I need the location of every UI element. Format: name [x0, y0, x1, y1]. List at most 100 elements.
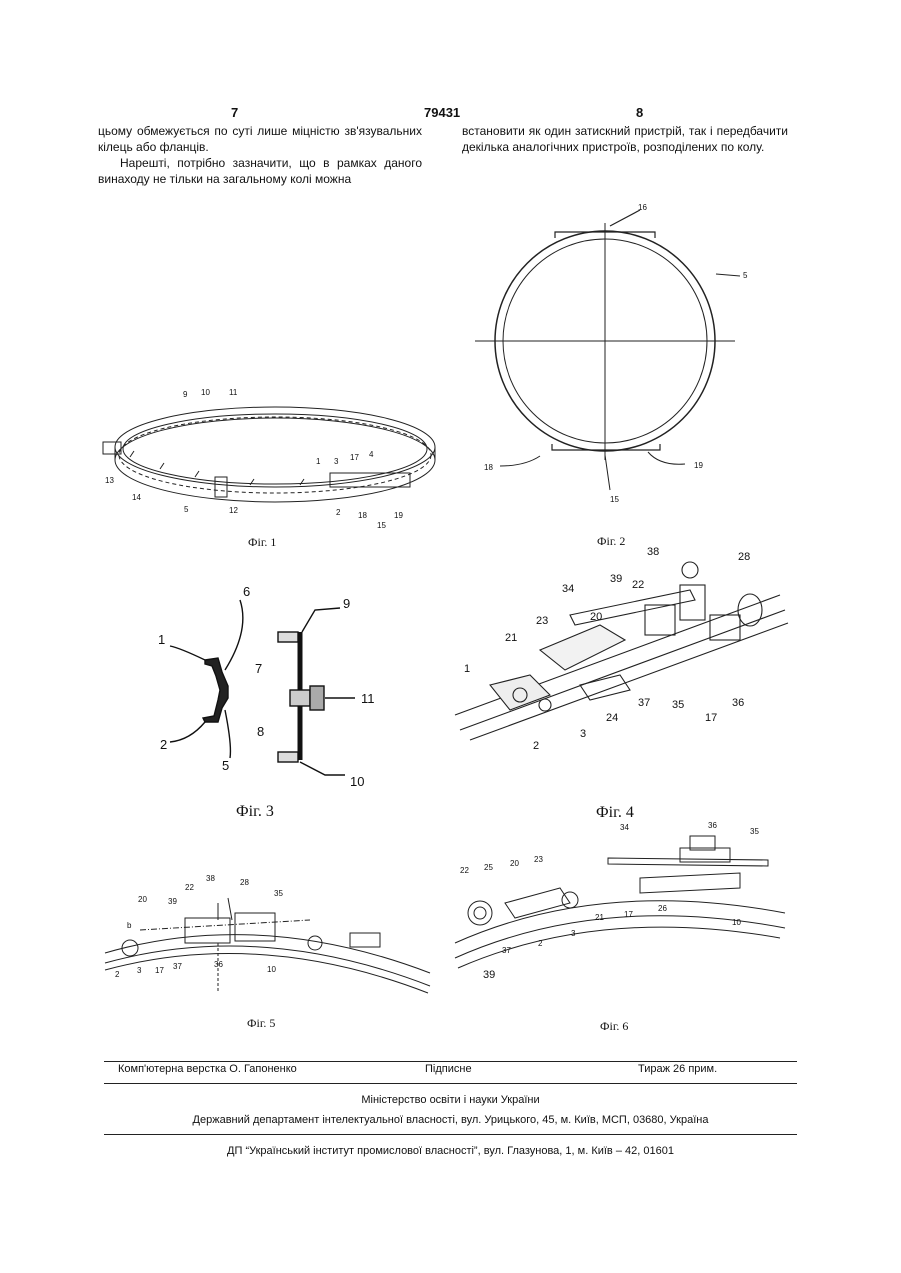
- page-number-right: 8: [636, 105, 643, 120]
- fig6-label-34: 34: [620, 823, 629, 832]
- figure-3-labels: 6 9 1 7 11 8 2 5 10: [158, 584, 375, 789]
- figure-1-drawing: 9 10 11 13 14 5 12 1 3 17 4 2 18 15 19: [100, 385, 445, 535]
- figure-3-caption: Фіг. 3: [236, 803, 274, 821]
- figure-3-drawing: 6 9 1 7 11 8 2 5 10: [150, 580, 390, 795]
- fig1-label-2: 2: [336, 508, 341, 517]
- text-column-right: встановити як один затискний пристрій, т…: [462, 123, 788, 155]
- fig5-label-3: 3: [137, 966, 142, 975]
- footer-department: Державний департамент інтелектуальної вл…: [104, 1114, 797, 1126]
- fig1-label-5: 5: [184, 505, 189, 514]
- figure-5-caption: Фіг. 5: [247, 1016, 275, 1031]
- fig6-label-21: 21: [595, 913, 604, 922]
- footer-layout-credit: Комп'ютерна верстка О. Гапоненко: [118, 1063, 297, 1075]
- fig6-label-22: 22: [460, 866, 469, 875]
- fig6-label-39: 39: [483, 969, 495, 981]
- paragraph: встановити як один затискний пристрій, т…: [462, 123, 788, 155]
- fig5-label-36: 36: [214, 960, 223, 969]
- fig6-label-23: 23: [534, 855, 543, 864]
- fig1-label-15: 15: [377, 521, 386, 530]
- fig6-label-25: 25: [484, 863, 493, 872]
- fig6-label-3: 3: [571, 929, 576, 938]
- fig4-label-28: 28: [738, 551, 750, 563]
- footer-institute: ДП “Український інститут промислової вла…: [104, 1145, 797, 1157]
- fig2-label-18: 18: [484, 463, 493, 472]
- figure-2-drawing: 16 5 18 19 15: [470, 198, 770, 513]
- footer-divider: [104, 1083, 797, 1084]
- fig2-label-5: 5: [743, 271, 748, 280]
- fig1-label-3: 3: [334, 457, 339, 466]
- fig1-label-9: 9: [183, 390, 188, 399]
- fig2-label-16: 16: [638, 203, 647, 212]
- fig4-label-1: 1: [464, 663, 470, 675]
- footer-circulation: Тираж 26 прим.: [638, 1063, 717, 1075]
- fig6-label-26: 26: [658, 904, 667, 913]
- fig4-label-38: 38: [647, 546, 659, 558]
- fig1-label-4: 4: [369, 450, 374, 459]
- patent-number: 79431: [424, 105, 460, 120]
- fig6-label-10: 10: [732, 918, 741, 927]
- fig1-label-11: 11: [229, 388, 238, 397]
- fig4-label-39: 39: [610, 573, 622, 585]
- fig4-label-35: 35: [672, 699, 684, 711]
- fig4-label-2: 2: [533, 740, 539, 752]
- figure-1-labels: 9 10 11 13 14 5 12 1 3 17 4 2 18 15 19: [105, 388, 403, 530]
- fig1-label-19: 19: [394, 511, 403, 520]
- fig5-label-b: b: [127, 921, 132, 930]
- page-number-left: 7: [231, 105, 238, 120]
- fig5-label-20: 20: [138, 895, 147, 904]
- fig3-label-2: 2: [160, 737, 167, 752]
- fig4-label-22: 22: [632, 579, 644, 591]
- fig4-label-36: 36: [732, 697, 744, 709]
- fig6-label-37: 37: [502, 946, 511, 955]
- fig1-label-18: 18: [358, 511, 367, 520]
- fig5-label-17: 17: [155, 966, 164, 975]
- fig3-label-9: 9: [343, 596, 350, 611]
- footer-divider: [104, 1134, 797, 1135]
- fig5-label-10: 10: [267, 965, 276, 974]
- fig3-label-1: 1: [158, 632, 165, 647]
- fig5-label-35: 35: [274, 889, 283, 898]
- figure-1-caption: Фіг. 1: [248, 535, 276, 550]
- fig6-label-35: 35: [750, 827, 759, 836]
- fig3-label-6: 6: [243, 584, 250, 599]
- fig2-label-15: 15: [610, 495, 619, 504]
- fig4-label-21: 21: [505, 632, 517, 644]
- paragraph: Нарешті, потрібно зазначити, що в рамках…: [98, 155, 422, 187]
- fig4-label-37: 37: [638, 697, 650, 709]
- fig4-label-20: 20: [590, 611, 602, 623]
- fig3-label-11: 11: [361, 691, 375, 706]
- footer-ministry: Міністерство освіти і науки України: [104, 1094, 797, 1106]
- footer-divider: [104, 1061, 797, 1062]
- fig4-label-17: 17: [705, 712, 717, 724]
- fig1-label-1: 1: [316, 457, 321, 466]
- fig5-label-28: 28: [240, 878, 249, 887]
- text-column-left: цьому обмежується по суті лише міцністю …: [98, 123, 422, 187]
- fig1-label-12: 12: [229, 506, 238, 515]
- fig5-label-39: 39: [168, 897, 177, 906]
- fig4-label-3: 3: [580, 728, 586, 740]
- fig6-label-2: 2: [538, 939, 543, 948]
- fig5-label-22: 22: [185, 883, 194, 892]
- fig5-label-37: 37: [173, 962, 182, 971]
- fig5-label-2: 2: [115, 970, 120, 979]
- fig6-label-17: 17: [624, 910, 633, 919]
- figure-2-labels: 16 5 18 19 15: [484, 203, 748, 504]
- fig6-label-20: 20: [510, 859, 519, 868]
- fig5-label-38: 38: [206, 874, 215, 883]
- fig4-label-23: 23: [536, 615, 548, 627]
- figure-4-drawing: 38 28 39 22 34 20 23 21 1 24 37 35 17 36…: [450, 545, 795, 755]
- fig1-label-17: 17: [350, 453, 359, 462]
- paragraph: цьому обмежується по суті лише міцністю …: [98, 123, 422, 155]
- fig4-label-34: 34: [562, 583, 574, 595]
- fig3-label-10: 10: [350, 774, 364, 789]
- fig4-label-24: 24: [606, 712, 618, 724]
- fig1-label-13: 13: [105, 476, 114, 485]
- fig1-label-14: 14: [132, 493, 141, 502]
- fig3-label-5: 5: [222, 758, 229, 773]
- fig1-label-10: 10: [201, 388, 210, 397]
- fig2-label-19: 19: [694, 461, 703, 470]
- fig3-label-8: 8: [257, 724, 264, 739]
- figure-5-drawing: 38 28 22 39 35 20 b 2 3 17 37 36 10: [100, 868, 435, 1018]
- footer-signed: Підписне: [425, 1063, 472, 1075]
- fig6-label-36: 36: [708, 821, 717, 830]
